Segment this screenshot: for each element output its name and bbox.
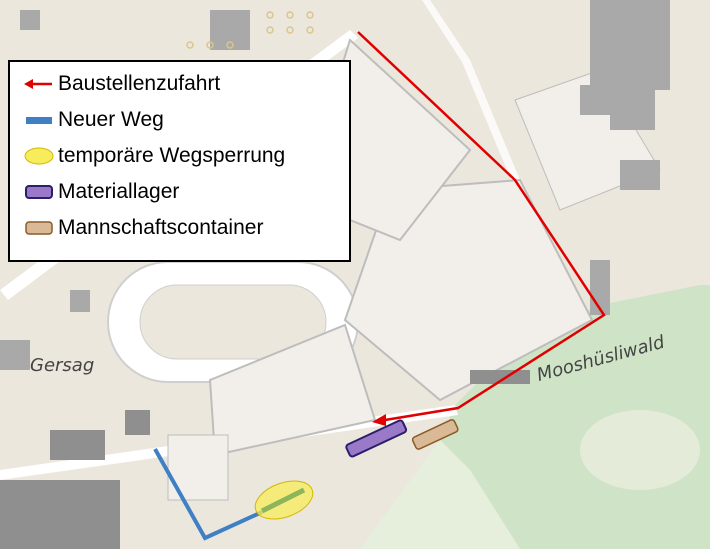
forest-clearing xyxy=(580,410,700,490)
construction-access-arrowhead xyxy=(372,414,386,426)
field-dots xyxy=(186,11,314,49)
building xyxy=(590,0,670,90)
construction-access-route xyxy=(357,31,606,422)
purple-box-icon xyxy=(22,182,58,202)
crew-container xyxy=(411,419,459,450)
legend-label: Materiallager xyxy=(58,180,180,203)
red-arrow-icon xyxy=(22,74,58,94)
legend-label: Baustellenzufahrt xyxy=(58,72,221,95)
building xyxy=(580,85,610,115)
tan-box-icon xyxy=(22,218,58,238)
building xyxy=(470,370,530,384)
building xyxy=(50,430,105,460)
blue-line-icon xyxy=(22,110,58,130)
legend-item-container: Mannschaftscontainer xyxy=(22,212,263,244)
closed-path-segment xyxy=(260,487,306,514)
legend-item-access: Baustellenzufahrt xyxy=(22,68,220,100)
legend-item-material: Materiallager xyxy=(22,176,179,208)
legend-item-new-path: Neuer Weg xyxy=(22,104,164,136)
yellow-ellipse-icon xyxy=(22,146,58,166)
legend-label: Mannschaftscontainer xyxy=(58,216,264,239)
building xyxy=(20,10,40,30)
legend-label: Neuer Weg xyxy=(58,108,164,131)
building xyxy=(620,160,660,190)
building xyxy=(0,340,30,370)
map-legend: Baustellenzufahrt Neuer Weg temporäre We… xyxy=(8,60,351,262)
building xyxy=(125,410,150,435)
building xyxy=(610,90,655,130)
forest-area-light xyxy=(360,440,520,549)
material-storage xyxy=(345,419,408,458)
building xyxy=(210,10,250,50)
building xyxy=(0,480,120,549)
legend-label: temporäre Wegsperrung xyxy=(58,144,286,167)
new-path xyxy=(153,448,263,541)
legend-item-closure: temporäre Wegsperrung xyxy=(22,140,285,172)
track-inner xyxy=(139,284,327,360)
hall-building xyxy=(208,323,377,457)
building xyxy=(595,300,610,310)
place-label-gersag: Gersag xyxy=(30,355,95,376)
building xyxy=(70,290,90,312)
